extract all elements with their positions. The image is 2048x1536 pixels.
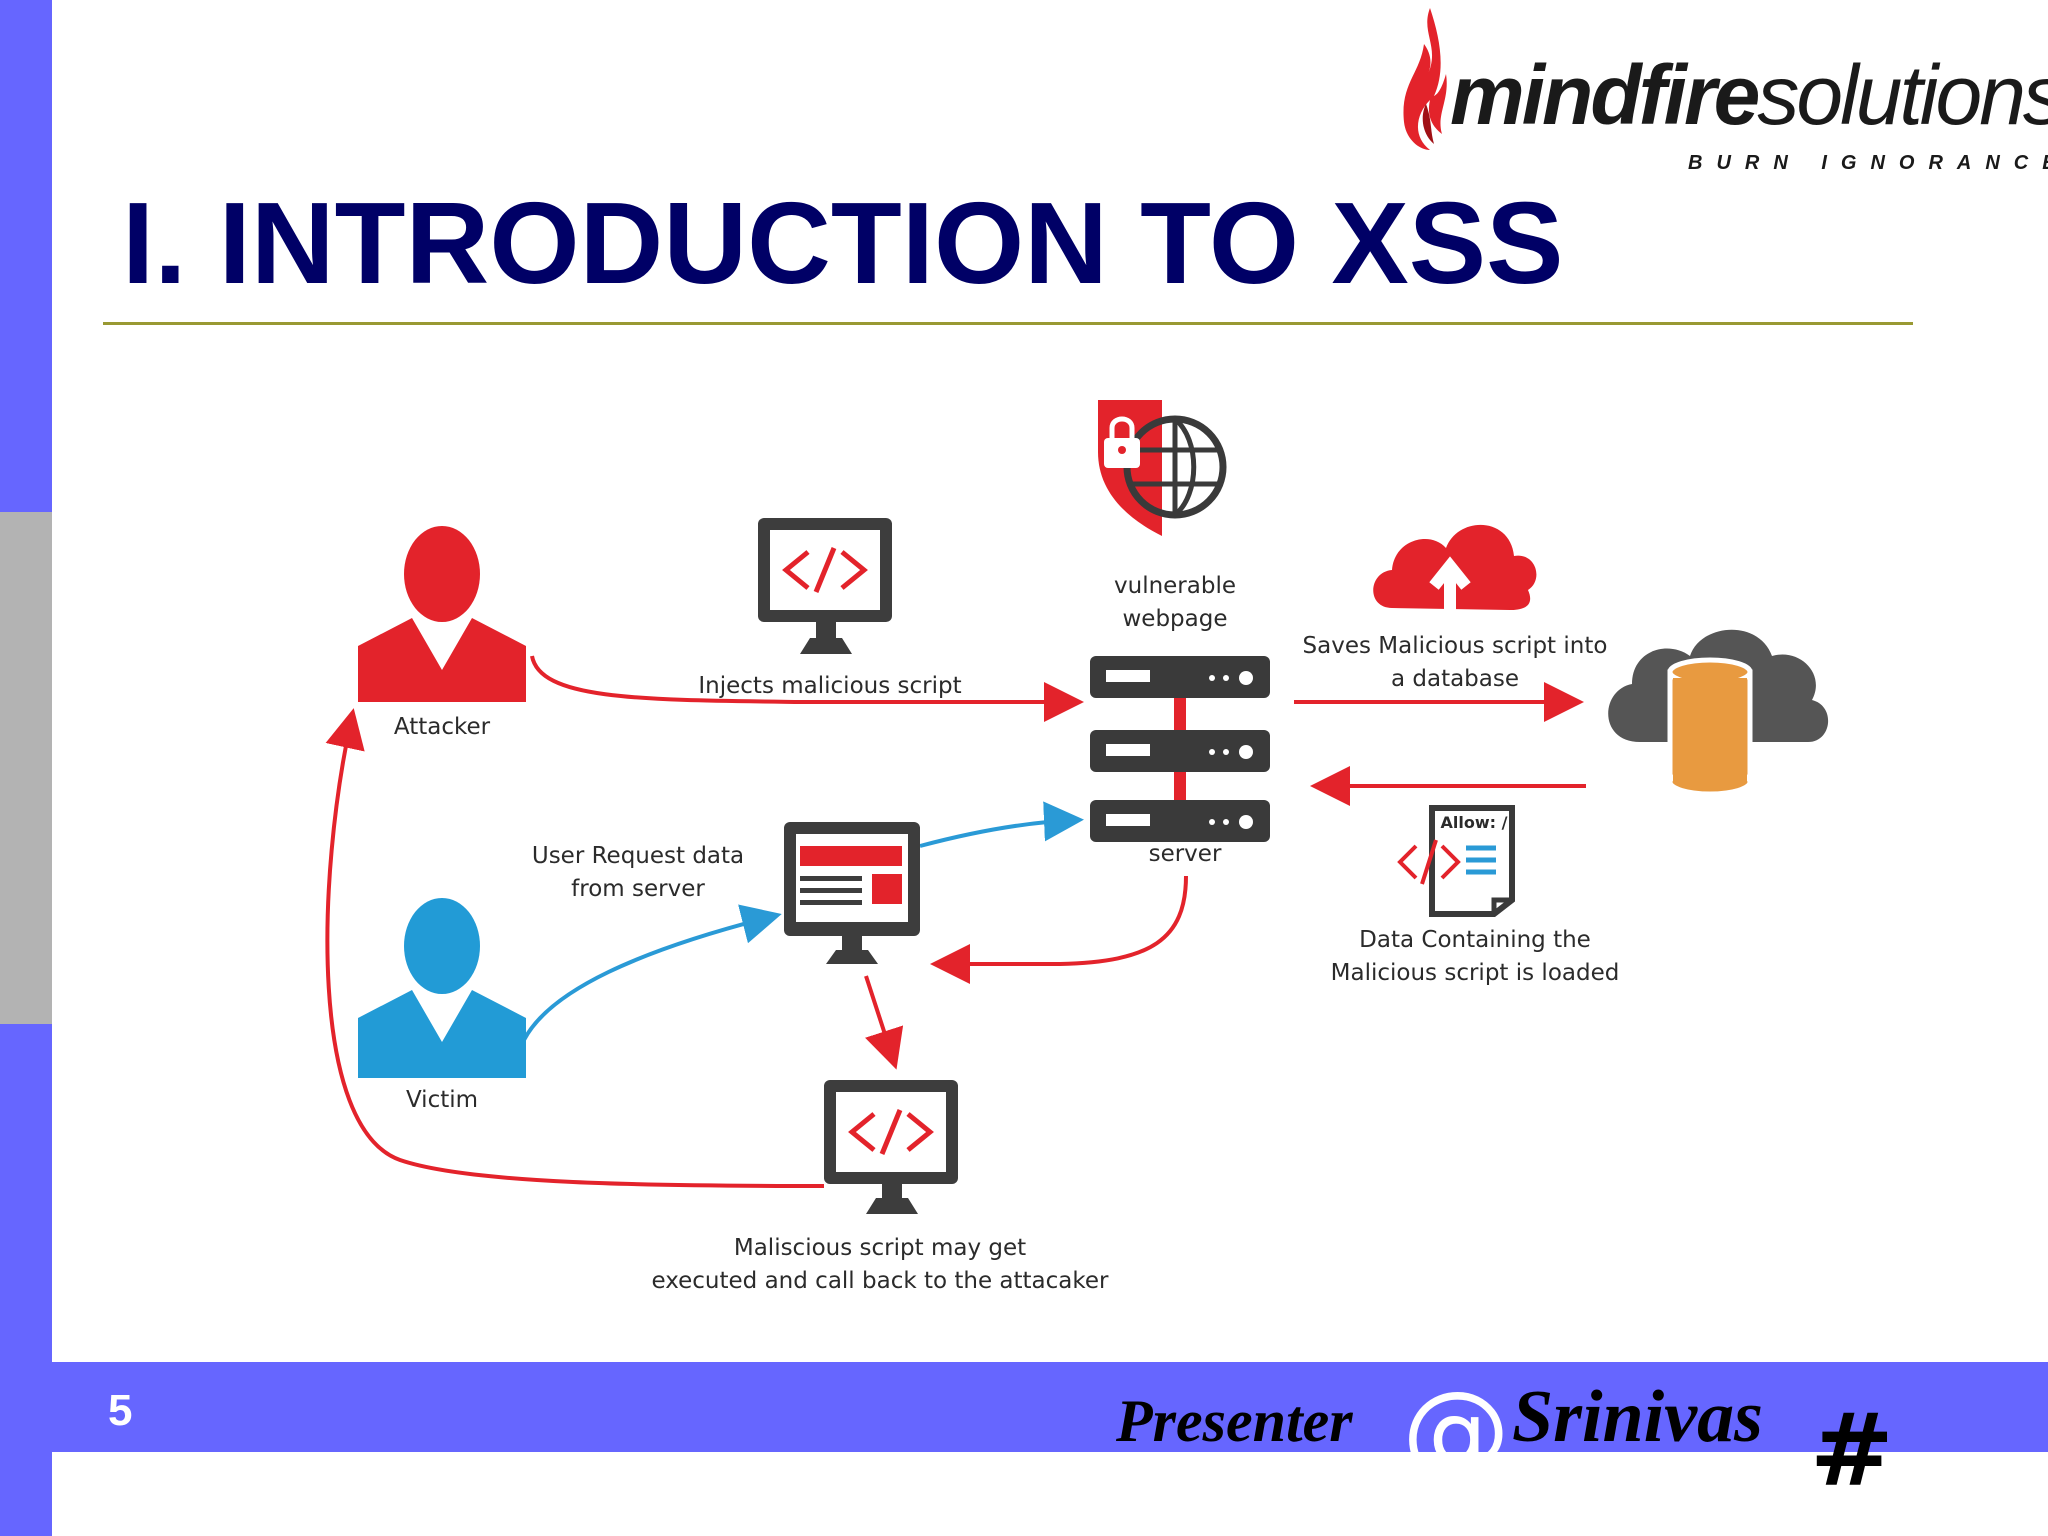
logo-tagline: BURN IGNORANCE — [1688, 152, 2048, 174]
user-request-line-1: User Request data — [531, 843, 745, 869]
server-label: server — [1148, 841, 1222, 867]
title-underline — [103, 322, 1913, 325]
execute-callback-line-2: executed and call back to the attacaker — [651, 1268, 1109, 1294]
arrow-server-to-browser — [930, 875, 1188, 984]
flame-icon — [1403, 8, 1447, 150]
data-loaded-label: Data Containing the Malicious script is … — [1310, 924, 1640, 990]
side-accent-bar-bottom — [0, 1024, 52, 1536]
code-monitor-icon — [758, 518, 892, 654]
presenter-label: Presenter — [1116, 1388, 1353, 1454]
webpage-monitor-icon — [784, 822, 920, 964]
arrow-inject-script — [530, 655, 1084, 722]
save-database-label: Saves Malicious script into a database — [1290, 630, 1620, 696]
presenter-name: Srinivas — [1512, 1376, 1763, 1458]
footer-bar — [52, 1362, 2048, 1452]
executed-script-monitor-icon — [824, 1080, 958, 1214]
arrow-callback-to-attacker — [325, 708, 825, 1188]
arrow-victim-request — [522, 904, 782, 1041]
save-database-line-1: Saves Malicious script into — [1302, 633, 1608, 659]
logo-wordmark: mindfiresolutions — [1450, 50, 2048, 140]
inject-script-label: Injects malicious script — [698, 673, 962, 699]
logo-name-light: solutions — [1757, 48, 2048, 142]
cloud-database-icon — [1608, 629, 1829, 797]
attacker-label: Attacker — [393, 714, 491, 740]
data-loaded-line-1: Data Containing the — [1359, 927, 1591, 953]
victim-icon — [358, 898, 526, 1078]
cloud-upload-icon — [1373, 524, 1537, 610]
slide-title: I. INTRODUCTION TO XSS — [122, 178, 1564, 308]
execute-callback-line-1: Maliscious script may get — [733, 1235, 1027, 1261]
at-symbol: @ — [1402, 1369, 1510, 1494]
vulnerable-webpage-line-2: webpage — [1122, 606, 1228, 632]
arrow-browser-to-script — [864, 975, 904, 1070]
company-logo: mindfiresolutions BURN IGNORANCE — [1390, 0, 2048, 180]
shield-globe-icon — [1098, 400, 1227, 536]
slide-number: 5 — [108, 1386, 133, 1435]
user-request-line-2: from server — [571, 876, 705, 902]
side-accent-bar-top — [0, 0, 52, 512]
server-icon — [1090, 656, 1270, 842]
data-loaded-line-2: Malicious script is loaded — [1330, 960, 1620, 986]
document-badge: Allow: / — [1440, 813, 1508, 832]
hash-symbol: # — [1810, 1391, 1894, 1509]
vulnerable-webpage-label: vulnerable webpage — [1070, 570, 1280, 636]
save-database-line-2: a database — [1390, 666, 1520, 692]
side-accent-bar-middle — [0, 512, 52, 1024]
execute-callback-label: Maliscious script may get executed and c… — [640, 1232, 1120, 1298]
logo-name-bold: mindfire — [1450, 48, 1760, 142]
vulnerable-webpage-line-1: vulnerable — [1114, 573, 1236, 599]
presenter-signature: Presenter @ Srinivas # — [1112, 1369, 1992, 1510]
attacker-icon — [358, 526, 526, 702]
user-request-label: User Request data from server — [518, 840, 758, 906]
document-code-icon — [1397, 805, 1515, 917]
arrow-browser-to-server — [919, 801, 1084, 848]
victim-label: Victim — [405, 1087, 479, 1113]
